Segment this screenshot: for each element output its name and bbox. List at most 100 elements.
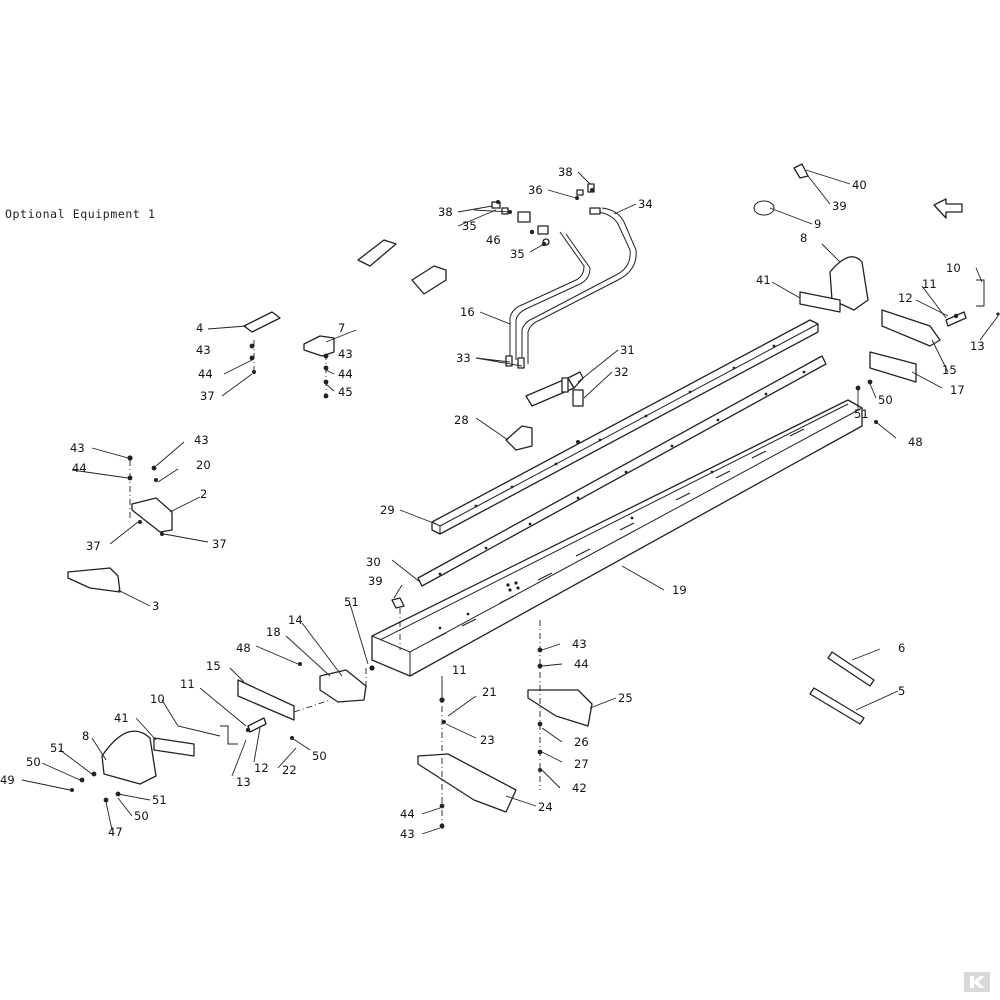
part-cylinder-bracket [505,425,533,451]
part-hose-fittings [491,183,601,369]
callout-34: 34 [638,197,653,211]
callout-2: 2 [200,487,207,501]
part-8-left [101,730,157,785]
part-hydraulic-hoses [509,207,637,364]
callout-40: 40 [852,178,867,192]
callout-37-top: 37 [200,389,215,403]
callout-44-left: 44 [72,461,87,475]
callout-15-right: 15 [942,363,957,377]
callout-50-right: 50 [878,393,893,407]
callout-41-left: 41 [114,711,129,725]
callout-25: 25 [618,691,633,705]
callout-10-right: 10 [946,261,961,275]
callout-10-left: 10 [150,692,165,706]
callout-47: 47 [108,825,123,839]
callout-29: 29 [380,503,395,517]
callout-17: 17 [950,383,965,397]
callout-19: 19 [672,583,687,597]
frame-holes [438,470,714,630]
callout-38-left: 38 [438,205,453,219]
callout-30: 30 [366,555,381,569]
callout-31: 31 [620,343,635,357]
callout-15-left: 15 [206,659,221,673]
callout-48-left: 48 [236,641,251,655]
callout-8-right: 8 [800,231,807,245]
part-40 [793,163,809,179]
callout-26: 26 [574,735,589,749]
callout-45: 45 [338,385,353,399]
callout-43-mid: 43 [338,347,353,361]
part-main-frame [371,399,863,677]
callout-13-right: 13 [970,339,985,353]
part-pin-5 [809,687,865,725]
part-41-left [153,737,195,757]
callout-43-top: 43 [196,343,211,357]
part-15-left [237,679,295,721]
callout-18: 18 [266,625,281,639]
callout-35-left: 35 [462,219,477,233]
callout-5: 5 [898,684,905,698]
callout-23: 23 [480,733,495,747]
callout-39-right: 39 [832,199,847,213]
part-small-plate-a [357,239,397,267]
callout-38-right: 38 [558,165,573,179]
part-8-right [829,256,869,311]
callout-16: 16 [460,305,475,319]
callout-44-center: 44 [574,657,589,671]
callout-numbers: 2 3 4 5 6 7 8 8 9 10 10 11 11 11 12 12 1… [0,165,985,841]
callout-41-right: 41 [756,273,771,287]
fasteners [70,188,1000,829]
callout-46: 46 [486,233,501,247]
part-3 [67,567,121,593]
callout-3: 3 [152,599,159,613]
callout-43-left: 43 [70,441,85,455]
part-2 [131,497,173,533]
part-10-right [976,279,985,307]
callout-32: 32 [614,365,629,379]
callout-11-right: 11 [922,277,937,291]
part-small-plate-b [411,265,447,295]
part-spring-right [945,311,967,327]
callout-24: 24 [538,800,553,814]
callout-48-right: 48 [908,435,923,449]
assembly-line [293,699,331,713]
frame-slots [431,428,805,641]
callout-39-center: 39 [368,574,383,588]
part-10-left [220,725,238,745]
callout-21: 21 [482,685,497,699]
part-9 [753,200,775,216]
part-14 [319,669,367,703]
section-title: Optional Equipment 1 [5,207,155,221]
arrow-icon [933,198,963,219]
part-15-right [881,309,941,347]
callout-28: 28 [454,413,469,427]
leader-lines [21,169,999,835]
callout-33: 33 [456,351,471,365]
callout-43-right: 43 [194,433,209,447]
callout-12-right: 12 [898,291,913,305]
callout-49: 49 [0,773,15,787]
part-41-right [799,291,841,313]
callout-11-center: 11 [452,663,467,677]
part-cylinder [525,371,584,407]
callout-11-left: 11 [180,677,195,691]
part-25 [527,689,593,727]
callout-43-center: 43 [572,637,587,651]
part-decal [572,389,584,407]
callout-20: 20 [196,458,211,472]
callout-4: 4 [196,321,203,335]
part-4 [243,311,281,333]
callout-50-left: 50 [26,755,41,769]
part-spring-left [247,717,267,733]
callout-44-top: 44 [198,367,213,381]
callout-50-bottom: 50 [134,809,149,823]
callout-43-bottom: 43 [400,827,415,841]
callout-27: 27 [574,757,589,771]
callout-36: 36 [528,183,543,197]
callout-12-left: 12 [254,761,269,775]
callout-44-mid: 44 [338,367,353,381]
callout-44-bottom: 44 [400,807,415,821]
callout-9: 9 [814,217,821,231]
callout-37-right: 37 [212,537,227,551]
